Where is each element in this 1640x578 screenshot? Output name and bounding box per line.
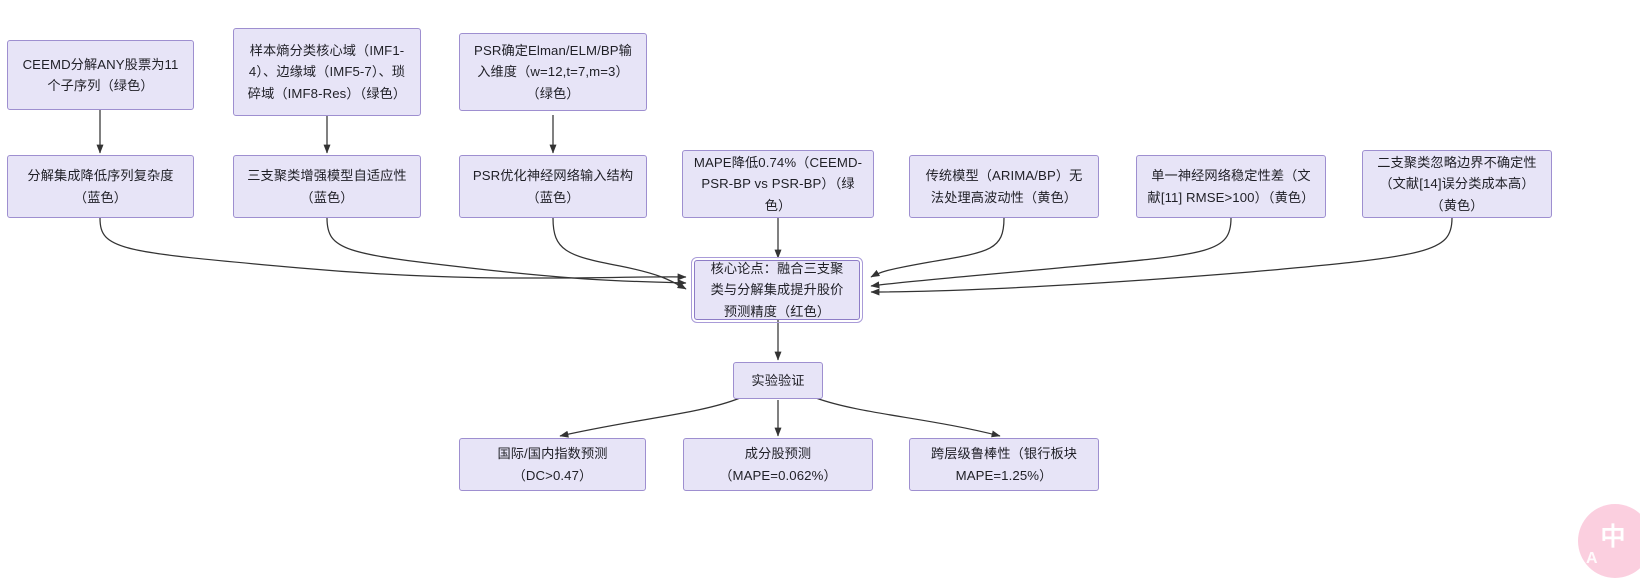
node-result-index-forecast[interactable]: 国际/国内指数预测（DC>0.47）: [459, 438, 646, 491]
node-label: 实验验证: [751, 372, 805, 388]
node-label: 成分股预测（MAPE=0.062%）: [719, 446, 837, 483]
node-label: PSR确定Elman/ELM/BP输入维度（w=12,t=7,m=3）（绿色）: [474, 42, 632, 101]
node-traditional-model-limitation[interactable]: 传统模型（ARIMA/BP）无法处理高波动性（黄色）: [909, 155, 1099, 218]
node-label: 核心论点：融合三支聚类与分解集成提升股价预测精度（红色）: [710, 260, 844, 319]
node-label: 跨层级鲁棒性（银行板块MAPE=1.25%）: [930, 446, 1078, 483]
node-label: PSR优化神经网络输入结构（蓝色）: [472, 168, 634, 205]
node-three-way-clustering-adaptivity[interactable]: 三支聚类增强模型自适应性（蓝色）: [233, 155, 421, 218]
node-ceemd-decomposition[interactable]: CEEMD分解ANY股票为11个子序列（绿色）: [7, 40, 194, 110]
node-label: 单一神经网络稳定性差（文献[11] RMSE>100）（黄色）: [1147, 168, 1315, 205]
node-psr-input-dimension[interactable]: PSR确定Elman/ELM/BP输入维度（w=12,t=7,m=3）（绿色）: [459, 33, 647, 111]
node-label: 传统模型（ARIMA/BP）无法处理高波动性（黄色）: [925, 168, 1083, 205]
node-label: 国际/国内指数预测（DC>0.47）: [497, 446, 608, 483]
node-result-cross-level-robustness[interactable]: 跨层级鲁棒性（银行板块MAPE=1.25%）: [909, 438, 1099, 491]
node-label: 二支聚类忽略边界不确定性（文献[14]误分类成本高）（黄色）: [1377, 154, 1537, 213]
node-sample-entropy-classification[interactable]: 样本熵分类核心域（IMF1-4）、边缘域（IMF5-7）、琐碎域（IMF8-Re…: [233, 28, 421, 116]
node-result-constituent-stock[interactable]: 成分股预测（MAPE=0.062%）: [683, 438, 873, 491]
node-core-thesis[interactable]: 核心论点：融合三支聚类与分解集成提升股价预测精度（红色）: [691, 257, 863, 323]
node-label: MAPE降低0.74%（CEEMD-PSR-BP vs PSR-BP）（绿色）: [693, 154, 863, 213]
node-label: 分解集成降低序列复杂度（蓝色）: [27, 168, 174, 205]
watermark-badge: 中 A: [1578, 504, 1640, 578]
node-mape-improvement[interactable]: MAPE降低0.74%（CEEMD-PSR-BP vs PSR-BP）（绿色）: [682, 150, 874, 218]
node-reduce-sequence-complexity[interactable]: 分解集成降低序列复杂度（蓝色）: [7, 155, 194, 218]
node-label: 样本熵分类核心域（IMF1-4）、边缘域（IMF5-7）、琐碎域（IMF8-Re…: [247, 42, 407, 101]
watermark-subtext: A: [1586, 550, 1598, 567]
node-two-way-clustering-boundary[interactable]: 二支聚类忽略边界不确定性（文献[14]误分类成本高）（黄色）: [1362, 150, 1552, 218]
node-psr-optimizes-network-input[interactable]: PSR优化神经网络输入结构（蓝色）: [459, 155, 647, 218]
node-single-network-instability[interactable]: 单一神经网络稳定性差（文献[11] RMSE>100）（黄色）: [1136, 155, 1326, 218]
node-experimental-validation[interactable]: 实验验证: [733, 362, 823, 399]
node-label: CEEMD分解ANY股票为11个子序列（绿色）: [22, 56, 179, 93]
watermark-text: 中: [1600, 523, 1626, 551]
node-label: 三支聚类增强模型自适应性（蓝色）: [247, 168, 407, 205]
